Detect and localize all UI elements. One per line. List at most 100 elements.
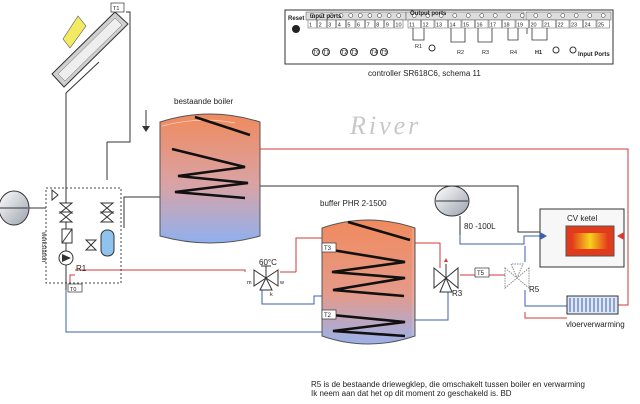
terminal-8 <box>374 19 385 29</box>
pump-r1-label: R1 <box>76 264 87 273</box>
controller-caption: controller SR618C6, schema 11 <box>368 69 481 78</box>
terminal-24 <box>583 19 597 29</box>
terminal-17 <box>488 19 502 29</box>
relay-label-r4: R4 <box>510 50 517 56</box>
explanation-note: R5 is de bestaande driewegklep, die omsc… <box>311 380 631 398</box>
terminal-screw-icon <box>506 13 511 18</box>
terminal-19 <box>515 19 529 29</box>
terminal-screw-icon <box>533 13 538 18</box>
earth-symbols <box>428 44 577 54</box>
terminal-number: 1 <box>309 23 312 29</box>
valve-icon <box>51 188 115 251</box>
buffer-sensor-t3-label: T3 <box>324 246 332 252</box>
terminal-20 <box>529 19 543 29</box>
watermark: River <box>349 111 421 140</box>
solar-sensor-t1-label: T1 <box>113 6 119 12</box>
terminal-number: 5 <box>347 23 350 29</box>
terminal-number: 4 <box>338 23 341 29</box>
note-line-1: R5 is de bestaande driewegklep, die omsc… <box>311 380 585 389</box>
valve-r3-label: R3 <box>452 289 463 298</box>
terminal-13 <box>434 19 448 29</box>
terminal-number: 6 <box>357 23 360 29</box>
terminal-screw-icon <box>560 13 565 18</box>
cv-boiler <box>539 208 625 268</box>
terminal-screw-icon <box>412 13 417 18</box>
workstation-label: werkstation <box>40 231 46 262</box>
terminal-screw-icon <box>367 13 373 18</box>
buffer-tank: T3 T2 <box>321 219 416 345</box>
terminal-number: 16 <box>477 23 483 29</box>
terminal-9 <box>384 19 394 29</box>
terminal-screw-icon <box>547 13 552 18</box>
terminal-22 <box>556 19 570 29</box>
sensor-label-t4: T4 <box>371 50 377 56</box>
sensor-label-t3: T3 <box>351 50 357 56</box>
terminal-number: 22 <box>558 23 564 29</box>
workstation-group: R1 werkstation T0 <box>0 187 122 293</box>
terminal-number: 7 <box>367 23 370 29</box>
input-ports-label-right: Input Ports <box>578 52 610 58</box>
terminal-number: 8 <box>376 23 379 29</box>
terminal-number: 10 <box>395 23 401 29</box>
sensor-label-t1: T1 <box>323 50 329 56</box>
relay-wiring <box>412 28 548 43</box>
sensor-label-t5: T5 <box>381 50 387 56</box>
terminal-screw-icon <box>493 13 498 18</box>
expansion-vessel-large <box>434 185 470 235</box>
terminal-25 <box>596 19 610 29</box>
sensor-symbols: T0 T1 T2 T3 T4 T5 <box>312 48 388 56</box>
expansion-vessel-small-icon <box>0 190 46 226</box>
sensor-t0-label: T0 <box>70 287 76 293</box>
terminal-number: 14 <box>450 23 456 29</box>
terminal-10 <box>394 19 404 29</box>
mixing-valve-port-k: k <box>270 292 273 298</box>
terminal-21 <box>542 19 556 29</box>
terminal-screw-icon <box>377 13 382 18</box>
floor-heating-radiator <box>566 295 619 315</box>
three-way-valve-r5[interactable] <box>504 263 530 290</box>
terminal-screw-icon <box>329 13 334 18</box>
three-way-valve-r3[interactable] <box>433 258 459 293</box>
terminal-number: 3 <box>328 23 331 29</box>
mixing-valve-temp-label: 60°C <box>259 258 277 267</box>
terminal-number: 13 <box>436 23 442 29</box>
relay-label-r1: R1 <box>415 44 422 50</box>
terminal-number: 21 <box>544 23 550 29</box>
terminal-15 <box>461 19 475 29</box>
terminal-number: 23 <box>571 23 577 29</box>
cv-boiler-label: CV ketel <box>567 214 597 223</box>
terminal-screw-icon <box>452 13 457 18</box>
terminal-3 <box>326 19 337 29</box>
terminal-2 <box>317 19 327 29</box>
buffer-label: buffer PHR 2-1500 <box>320 199 387 208</box>
terminal-screw-icon <box>587 13 592 18</box>
valve-r5-label: R5 <box>529 285 540 294</box>
terminal-screw-icon <box>574 13 579 18</box>
terminal-11 <box>407 19 421 29</box>
terminal-screw-icon <box>310 13 315 18</box>
terminal-screw-icon <box>396 13 401 18</box>
terminal-screw-icon <box>520 13 525 18</box>
buffer-sensor-t2-label: T2 <box>324 313 332 319</box>
terminal-number: 15 <box>463 23 469 29</box>
terminal-screw-icon <box>439 13 444 18</box>
reset-button[interactable] <box>292 25 300 33</box>
output-ports-label: Output ports <box>410 11 447 17</box>
note-line-2: Ik neem aan dat het op dit moment zo ges… <box>311 389 512 398</box>
terminal-screw-icon <box>466 13 471 18</box>
mixing-valve-60c[interactable] <box>253 265 279 291</box>
terminal-screw-icon <box>425 13 430 18</box>
sun-icon <box>62 15 87 49</box>
mixing-valve-port-m: m <box>247 280 252 286</box>
terminal-number: 19 <box>517 23 523 29</box>
terminal-screw-icon <box>386 13 392 18</box>
terminal-number: 17 <box>490 23 496 29</box>
relay-label-r3: R3 <box>482 50 489 56</box>
terminal-6 <box>355 19 365 29</box>
terminal-screw-icon <box>479 13 484 18</box>
terminal-5 <box>346 19 356 29</box>
